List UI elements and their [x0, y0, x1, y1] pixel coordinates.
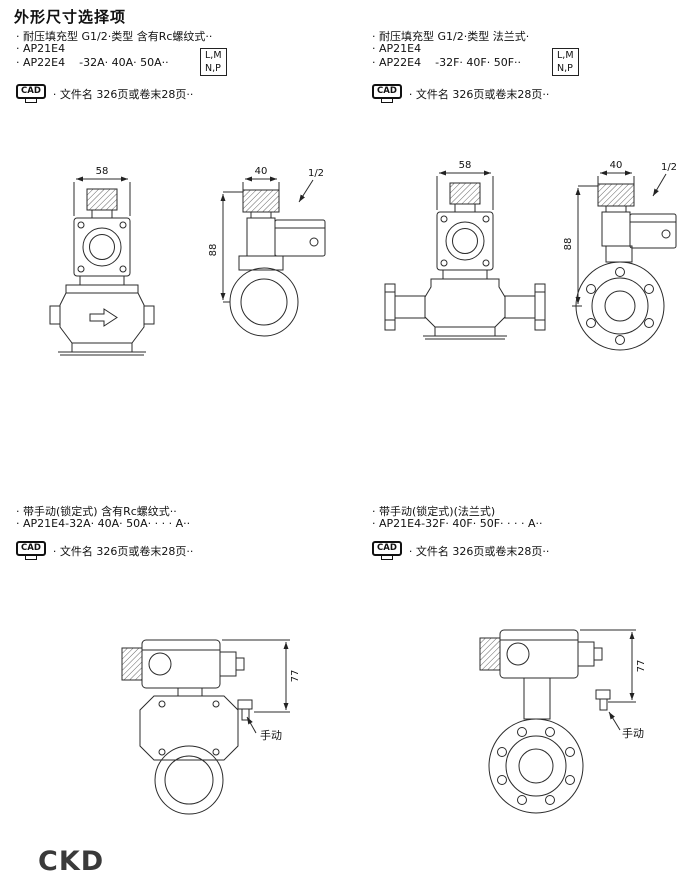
cad-icon-stand	[380, 99, 393, 104]
pipe-left	[394, 295, 426, 319]
front-view-flange: 58	[384, 160, 546, 340]
tl-option-box: L,M N,P	[200, 48, 227, 76]
tl-cad-note: · 文件名 326页或卷末28页··	[52, 87, 194, 101]
bonnet	[601, 211, 631, 247]
tr-model-line-1: · AP21E4	[372, 42, 422, 55]
manual-view-flange: 77 手动	[479, 629, 647, 814]
coil-side	[274, 219, 326, 257]
tl-model-line-2: · AP22E4 -32A· 40A· 50A··	[16, 56, 169, 69]
front-view-threaded: 58	[49, 166, 155, 356]
dim-label-body-width: 58	[96, 166, 109, 177]
cad-icon-label: CAD	[16, 84, 46, 100]
tr-cad-note: · 文件名 326页或卷末28页··	[408, 87, 550, 101]
cad-monitor-icon: CAD	[16, 541, 46, 561]
manual-override-stem	[595, 689, 611, 700]
dim-label-height: 88	[208, 244, 219, 257]
knurled-knob	[449, 182, 481, 205]
knurled-knob	[242, 189, 280, 213]
bl-model-line: · AP21E4-32A· 40A· 50A· · · · A··	[16, 517, 191, 530]
flange-plate-left	[384, 283, 396, 331]
flange-face	[575, 261, 665, 351]
br-spec-line: · 带手动(锁定式)(法兰式)	[372, 505, 496, 518]
coil-housing	[499, 629, 579, 679]
bottom-port	[154, 745, 224, 815]
bonnet	[442, 269, 488, 280]
cad-monitor-icon: CAD	[372, 84, 402, 104]
bl-cad-row: CAD · 文件名 326页或卷末28页··	[16, 541, 194, 561]
tr-model-code: · AP22E4	[372, 56, 422, 69]
dim-label-height: 77	[636, 660, 647, 673]
dim-label-body-width: 58	[459, 160, 472, 171]
knurled-knob	[86, 188, 118, 211]
bl-cad-note: · 文件名 326页或卷末28页··	[52, 544, 194, 558]
port-right	[143, 305, 155, 325]
side-view-flange: 40 1/2 88	[563, 160, 677, 351]
dim-label-knob-width: 40	[255, 166, 268, 177]
tr-option-box: L,M N,P	[552, 48, 579, 76]
side-view-threaded: 40 1/2 88	[208, 166, 326, 337]
tr-cad-row: CAD · 文件名 326页或卷末28页··	[372, 84, 550, 104]
bonnet	[246, 217, 276, 257]
port-boss	[229, 267, 299, 337]
br-cad-note: · 文件名 326页或卷末28页··	[408, 544, 550, 558]
tl-model-code: · AP22E4	[16, 56, 66, 69]
ckd-logo: CKD	[38, 846, 105, 877]
pipe-right	[504, 295, 536, 319]
manual-view-threaded: 77 手动	[121, 639, 301, 815]
tr-spec-line: · 耐压填充型 G1/2·类型 法兰式·	[372, 30, 530, 43]
coil-housing	[73, 217, 131, 277]
manual-override-stem	[237, 699, 253, 710]
manual-callout: 手动	[260, 728, 282, 742]
manual-callout: 手动	[622, 726, 644, 740]
tl-option-row-lm: L,M	[205, 50, 222, 61]
cad-icon-stand	[24, 99, 37, 104]
coil-housing	[141, 639, 221, 689]
tl-spec-line: · 耐压填充型 G1/2·类型 含有Rc螺纹式··	[16, 30, 213, 43]
tl-variant-codes: -32A· 40A· 50A··	[79, 56, 169, 69]
drawing-area-rc-g12: 58 40	[49, 166, 326, 356]
tl-cad-row: CAD · 文件名 326页或卷末28页··	[16, 84, 194, 104]
valve-body	[424, 278, 506, 328]
manual-lock-knob	[121, 647, 143, 681]
tr-option-row-lm: L,M	[557, 50, 574, 61]
flange-face	[488, 718, 584, 814]
flange-plate-right	[534, 283, 546, 331]
bl-spec-line: · 带手动(锁定式) 含有Rc螺纹式··	[16, 505, 177, 518]
tr-option-row-np: N,P	[557, 63, 573, 74]
drawing-area-flange-g12: 58	[384, 160, 677, 351]
drawing-area-manual-rc: 77 手动	[121, 639, 301, 815]
tr-variant-codes: -32F· 40F· 50F··	[435, 56, 522, 69]
manual-lock-knob	[479, 637, 501, 671]
dim-label-knob-width: 40	[610, 160, 623, 171]
cad-monitor-icon: CAD	[16, 84, 46, 104]
cad-icon-stand	[380, 556, 393, 561]
coil-side	[629, 213, 677, 249]
tl-model-line-1: · AP21E4	[16, 42, 66, 55]
br-model-line: · AP21E4-32F· 40F· 50F· · · · A··	[372, 517, 543, 530]
cad-icon-label: CAD	[372, 541, 402, 557]
br-cad-row: CAD · 文件名 326页或卷末28页··	[372, 541, 550, 561]
flow-arrow	[89, 308, 118, 327]
cad-icon-label: CAD	[16, 541, 46, 557]
coil-housing	[436, 211, 494, 271]
tl-option-row-np: N,P	[205, 63, 221, 74]
dim-label-height: 88	[563, 238, 574, 251]
cad-monitor-icon: CAD	[372, 541, 402, 561]
valve-body	[139, 695, 239, 761]
cad-icon-label: CAD	[372, 84, 402, 100]
dim-label-port: 1/2	[661, 162, 677, 173]
dim-label-port: 1/2	[308, 168, 324, 179]
tr-model-line-2: · AP22E4 -32F· 40F· 50F··	[372, 56, 521, 69]
bonnet	[79, 275, 125, 286]
drawing-area-manual-flange: 77 手动	[479, 629, 647, 814]
dim-label-height: 77	[290, 670, 301, 683]
cad-icon-stand	[24, 556, 37, 561]
port-left	[49, 305, 61, 325]
page-title: 外形尺寸选择项	[14, 8, 127, 26]
knurled-knob	[597, 183, 635, 207]
